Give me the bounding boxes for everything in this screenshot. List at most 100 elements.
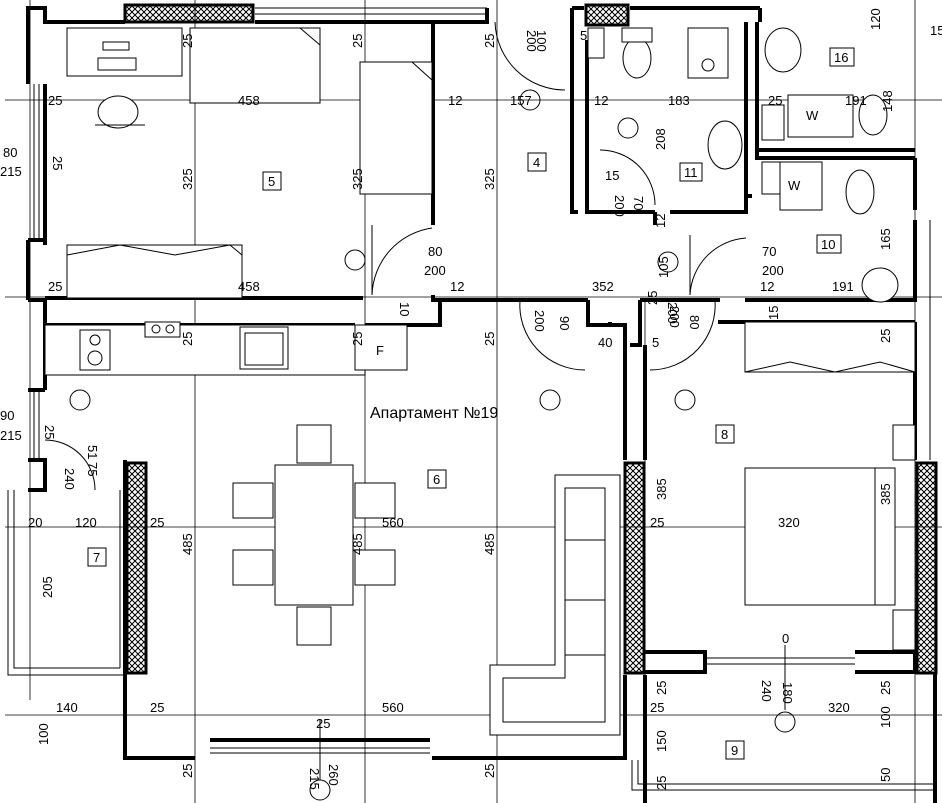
room-label-16: 16 <box>834 50 848 65</box>
dim: 10 <box>397 302 412 316</box>
washer-label: W <box>788 178 801 193</box>
dim: 70 <box>762 244 776 259</box>
dim: 80 <box>3 145 17 160</box>
dim: 12 <box>760 279 774 294</box>
dim: 12 <box>653 214 668 228</box>
dim: 120 <box>868 8 883 30</box>
dim: 25 <box>48 279 62 294</box>
dim: 215 <box>0 164 22 179</box>
dim: 75 <box>85 462 100 476</box>
bed-1 <box>189 27 321 104</box>
room-label-11: 11 <box>684 165 698 180</box>
dim: 140 <box>56 700 78 715</box>
dim: 25 <box>482 332 497 346</box>
dim: 157 <box>510 93 532 108</box>
dim: 150 <box>654 730 669 752</box>
dim: 90 <box>557 316 572 330</box>
room-label-7: 7 <box>93 550 100 565</box>
room-label-8: 8 <box>721 427 728 442</box>
light-fixture <box>657 251 679 273</box>
light-fixture <box>617 117 639 139</box>
dim: 12 <box>450 279 464 294</box>
dim: 458 <box>238 93 260 108</box>
dim: 25 <box>878 329 893 343</box>
dim: 485 <box>350 533 365 555</box>
dim: 80 <box>428 244 442 259</box>
sink-r10 <box>861 267 899 303</box>
dim: 105 <box>656 256 671 278</box>
dim: 15 <box>605 168 619 183</box>
dim: 385 <box>654 478 669 500</box>
light-fixture <box>69 389 91 411</box>
chair <box>354 482 396 519</box>
dim: 100 <box>878 706 893 728</box>
dim: 240 <box>62 468 77 490</box>
chair <box>232 549 274 586</box>
dim: 100 <box>36 723 51 745</box>
chair <box>232 482 274 519</box>
dim: 325 <box>482 168 497 190</box>
dim: 25 <box>650 515 664 530</box>
dim: 200 <box>612 195 627 217</box>
light-fixture <box>774 711 796 733</box>
dim: 560 <box>382 700 404 715</box>
corner-sofa <box>489 474 621 736</box>
dim: 200 <box>532 310 547 332</box>
toilet-r11 <box>622 37 652 79</box>
dim: 485 <box>180 533 195 555</box>
dim: 5 <box>652 335 659 350</box>
dim: 560 <box>382 515 404 530</box>
furniture <box>44 27 916 736</box>
dim: 40 <box>598 335 612 350</box>
dim: 200 <box>665 302 680 324</box>
dim: 25 <box>645 291 660 305</box>
room-label-6: 6 <box>433 472 440 487</box>
dim: 191 <box>832 279 854 294</box>
dim: 25 <box>654 776 669 790</box>
dim: 148 <box>880 90 895 112</box>
dim: 320 <box>778 515 800 530</box>
columns <box>123 3 938 675</box>
nightstand <box>892 424 916 461</box>
dim: 25 <box>350 332 365 346</box>
dimension-labels: 25 25 25 200 100 5 120 15 25 458 12 157 … <box>0 8 942 790</box>
dim: 25 <box>654 681 669 695</box>
dim: 15 <box>766 306 781 320</box>
doors <box>44 21 796 801</box>
dim: 240 <box>759 680 774 702</box>
dim: 25 <box>150 515 164 530</box>
chair <box>296 424 332 464</box>
dim: 320 <box>828 700 850 715</box>
dim: 205 <box>40 576 55 598</box>
dim: 5 <box>580 28 587 43</box>
dim: 25 <box>482 34 497 48</box>
dim: 51 <box>85 445 100 459</box>
sink-r16 <box>764 27 802 73</box>
dim: 25 <box>180 332 195 346</box>
washer-10 <box>779 161 823 211</box>
room-label-4: 4 <box>533 155 540 170</box>
dim: 325 <box>350 168 365 190</box>
dim: 25 <box>180 34 195 48</box>
dim: 260 <box>326 764 341 786</box>
dim: 200 <box>762 263 784 278</box>
dim: 12 <box>448 93 462 108</box>
dim: 120 <box>75 515 97 530</box>
sink-r11 <box>707 120 743 170</box>
dim: 215 <box>0 428 22 443</box>
dim: 25 <box>50 156 65 170</box>
room-label-9: 9 <box>731 743 738 758</box>
bed-2 <box>359 61 433 195</box>
dim: 458 <box>238 279 260 294</box>
light-fixture <box>674 389 696 411</box>
dim: 90 <box>0 408 14 423</box>
dim: 25 <box>482 764 497 778</box>
apartment-title: Апартамент №19 <box>370 405 498 422</box>
dim: 485 <box>482 533 497 555</box>
fridge-label: F <box>376 343 384 358</box>
fridge <box>354 324 408 371</box>
washer-16 <box>787 94 854 138</box>
room-labels: 4 5 6 7 8 9 10 11 16 Апартамент №19 F W … <box>87 47 855 760</box>
dim: 25 <box>650 700 664 715</box>
